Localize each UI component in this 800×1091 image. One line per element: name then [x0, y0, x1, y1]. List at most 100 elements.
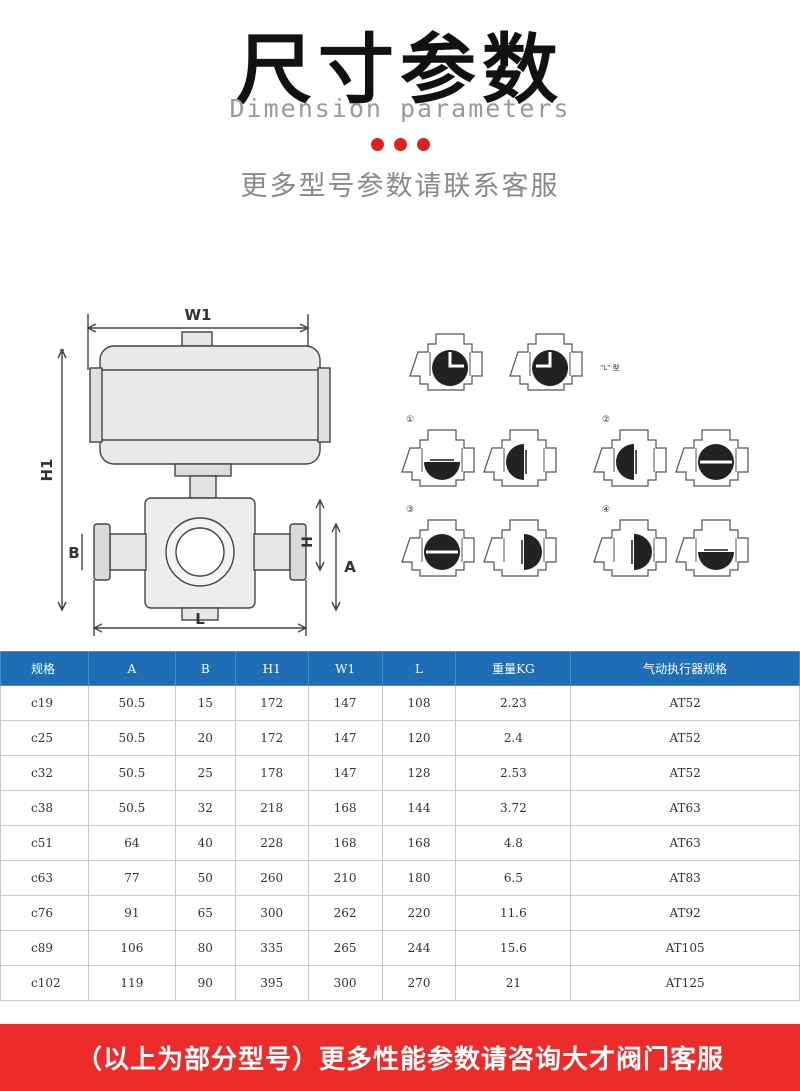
table-cell: AT125	[570, 965, 800, 1001]
table-cell: 147	[307, 755, 383, 791]
table-cell: 172	[234, 720, 309, 756]
variant-2a	[593, 429, 667, 487]
variant-label-1: ①	[406, 415, 414, 425]
table-cell: 168	[381, 825, 457, 861]
table-cell: c76	[0, 895, 89, 931]
table-cell: 270	[381, 965, 457, 1001]
page-subtitle: 更多型号参数请联系客服	[240, 171, 560, 202]
table-cell: c19	[0, 685, 89, 721]
table-cell: 210	[307, 860, 383, 896]
table-cell: 180	[381, 860, 457, 896]
variant-2b	[675, 429, 749, 487]
table-cell: 220	[381, 895, 457, 931]
table-cell: 262	[307, 895, 383, 931]
dim-label-w1: W1	[185, 306, 212, 324]
table-cell: AT52	[570, 755, 800, 791]
red-dot-icon	[370, 138, 384, 151]
variant-4a	[593, 519, 667, 577]
table-cell: 260	[234, 860, 309, 896]
variant-3b	[483, 519, 557, 577]
table-cell: 15.6	[455, 930, 572, 966]
table-cell: 50.5	[87, 720, 176, 756]
dim-label-a: A	[344, 558, 356, 576]
table-cell: 3.72	[455, 790, 572, 826]
table-cell: 147	[307, 720, 383, 756]
table-cell: 11.6	[455, 895, 572, 931]
table-cell: AT52	[570, 720, 800, 756]
variant-4b	[675, 519, 749, 577]
table-cell: 335	[234, 930, 309, 966]
column-header: W1	[307, 651, 383, 686]
dimension-figures: W1 H1 B H A L "L" 型 ①	[0, 260, 800, 640]
column-header: H1	[234, 651, 309, 686]
table-cell: 32	[174, 790, 236, 826]
table-cell: AT92	[570, 895, 800, 931]
variant-label-2: ②	[602, 415, 610, 425]
table-cell: 6.5	[455, 860, 572, 896]
table-cell: 218	[234, 790, 309, 826]
table-cell: 65	[174, 895, 236, 931]
table-cell: 40	[174, 825, 236, 861]
table-cell: 172	[234, 685, 309, 721]
dim-label-b: B	[68, 544, 79, 562]
table-cell: 395	[234, 965, 309, 1001]
decorative-dots	[0, 138, 800, 152]
table-cell: 2.53	[455, 755, 572, 791]
table-cell: AT63	[570, 825, 800, 861]
table-cell: 168	[307, 790, 383, 826]
column-header: 气动执行器规格	[570, 651, 800, 686]
dim-label-l: L	[195, 610, 205, 628]
variant-1b	[483, 429, 557, 487]
variant-l-a	[409, 333, 483, 391]
table-cell: c25	[0, 720, 89, 756]
column-header: B	[174, 651, 236, 686]
table-cell: AT83	[570, 860, 800, 896]
table-cell: c51	[0, 825, 89, 861]
table-cell: 50	[174, 860, 236, 896]
footer-banner: （以上为部分型号）更多性能参数请咨询大才阀门客服	[0, 1024, 800, 1091]
table-cell: 90	[174, 965, 236, 1001]
column-header: L	[381, 651, 457, 686]
column-header: 重量KG	[455, 651, 572, 686]
table-cell: 20	[174, 720, 236, 756]
table-cell: 106	[87, 930, 176, 966]
table-cell: 91	[87, 895, 176, 931]
table-cell: 25	[174, 755, 236, 791]
table-cell: 4.8	[455, 825, 572, 861]
table-cell: 2.4	[455, 720, 572, 756]
table-cell: 108	[381, 685, 457, 721]
table-cell: 128	[381, 755, 457, 791]
table-cell: 50.5	[87, 790, 176, 826]
table-cell: 2.23	[455, 685, 572, 721]
page-header: 尺寸参数 Dimension parameters 更多型号参数请联系客服	[0, 0, 800, 210]
table-cell: 178	[234, 755, 309, 791]
page-title-english: Dimension parameters	[229, 94, 571, 123]
table-header-row: 规格 A B H1 W1 L 重量KG 气动执行器规格	[0, 651, 800, 686]
table-cell: 144	[381, 790, 457, 826]
table-cell: 77	[87, 860, 176, 896]
red-dot-icon	[416, 138, 430, 151]
red-dot-icon	[393, 138, 407, 151]
page-title: 尺寸参数	[236, 25, 564, 114]
variant-1a	[401, 429, 475, 487]
column-header: A	[87, 651, 176, 686]
dim-label-h: H	[300, 536, 316, 548]
variant-label-l-type: "L" 型	[600, 363, 620, 372]
table-cell: c89	[0, 930, 89, 966]
table-cell: c102	[0, 965, 89, 1001]
table-cell: 64	[87, 825, 176, 861]
valve-dimension-drawing: W1 H1 B H A L	[38, 306, 356, 636]
table-cell: 50.5	[87, 685, 176, 721]
table-cell: 147	[307, 685, 383, 721]
footer-text: （以上为部分型号）更多性能参数请咨询大才阀门客服	[75, 1045, 724, 1075]
table-cell: c38	[0, 790, 89, 826]
